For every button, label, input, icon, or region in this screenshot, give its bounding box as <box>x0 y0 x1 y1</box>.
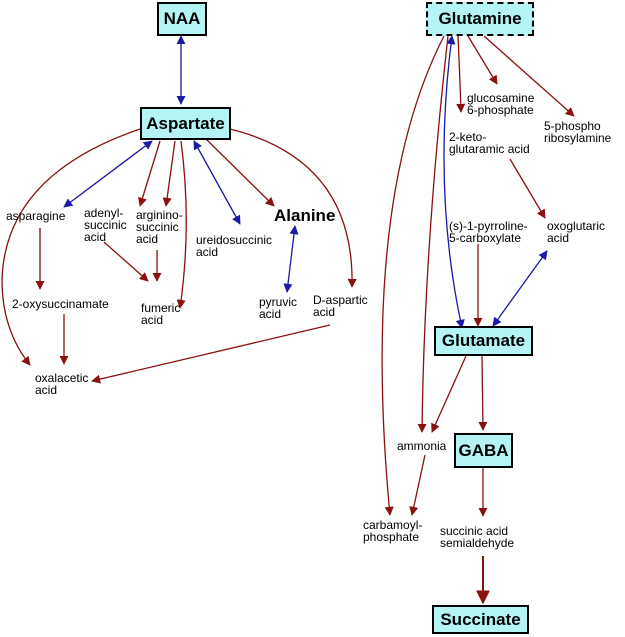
edge-alanine-pyruvic <box>283 225 299 293</box>
label-ureidosuccinic: ureidosuccinic acid <box>196 233 273 259</box>
edge-adenylsuccinic-fumeric <box>103 241 149 282</box>
label-carbamoyl: carbamoyl- phosphate <box>363 518 423 544</box>
edge-aspartate-oxalacetic <box>1 128 141 366</box>
edge-aspartate-fumeric <box>176 140 187 309</box>
edge-glutamine-ketoglutaramic <box>456 35 466 113</box>
edge-ketoglutaramic-oxoglutaric <box>509 158 546 219</box>
node-aspartate: Aspartate <box>140 107 231 140</box>
edge-glutamate-gaba <box>478 355 488 431</box>
edge-ammonia-carbamoyl <box>409 454 426 516</box>
edge-glutamine-carbamoyl <box>381 35 445 516</box>
label-pyrroline: (s)-1-pyrroline- 5-carboxylate <box>449 219 528 245</box>
label-daspartic: D-aspartic acid <box>313 293 368 319</box>
edge-glutamine-ammonia <box>417 35 449 433</box>
edge-glutamate-ammonia <box>431 355 467 433</box>
label-fumeric: fumeric acid <box>141 301 181 327</box>
edge-aspartate-alanine <box>204 137 275 207</box>
edge-aspartate-adenylsuccinic <box>138 140 161 207</box>
node-glutamine: Glutamine <box>426 2 534 36</box>
node-succinate: Succinate <box>432 605 529 634</box>
edge-oxoglutaric-glutamate <box>492 250 548 327</box>
label-glucosamine: glucosamine 6-phosphate <box>467 91 535 117</box>
label-pyruvic: pyruvic acid <box>259 295 298 321</box>
edge-aspartate-ureidosuccinic <box>193 140 241 225</box>
label-alanine: Alanine <box>274 206 336 225</box>
label-semialdehyde: succinic acid semialdehyde <box>440 524 515 550</box>
edge-aspartate-argininosuccinic <box>162 140 176 207</box>
node-gaba: GABA <box>454 433 513 468</box>
node-glutamate: Glutamate <box>434 326 533 356</box>
edge-glutamine-glucosamine <box>467 35 498 85</box>
edge-aspartate-daspartic <box>229 128 357 288</box>
label-argininosuccinic: arginino- succinic acid <box>136 208 183 246</box>
label-oxalacetic: oxalacetic acid <box>35 371 89 397</box>
label-oxoglutaric: oxoglutaric acid <box>547 219 606 245</box>
node-naa: NAA <box>157 2 207 36</box>
label-ammonia: ammonia <box>397 439 447 453</box>
edge-glutamine-phosphoribosyl <box>483 35 575 117</box>
edge-daspartic-oxalacetic <box>91 324 331 384</box>
label-ketoglutaramic: 2-keto- glutaramic acid <box>449 130 530 156</box>
edge-aspartate-asparagine <box>63 140 153 208</box>
edge-glutamine-glutamate-blue <box>443 35 465 329</box>
label-oxysuccinamate: 2-oxysuccinamate <box>12 297 109 311</box>
label-asparagine: asparagine <box>6 209 66 223</box>
label-adenylsuccinic: adenyl- succinic acid <box>84 206 127 244</box>
label-phosphoribosyl: 5-phospho ribosylamine <box>544 119 612 145</box>
